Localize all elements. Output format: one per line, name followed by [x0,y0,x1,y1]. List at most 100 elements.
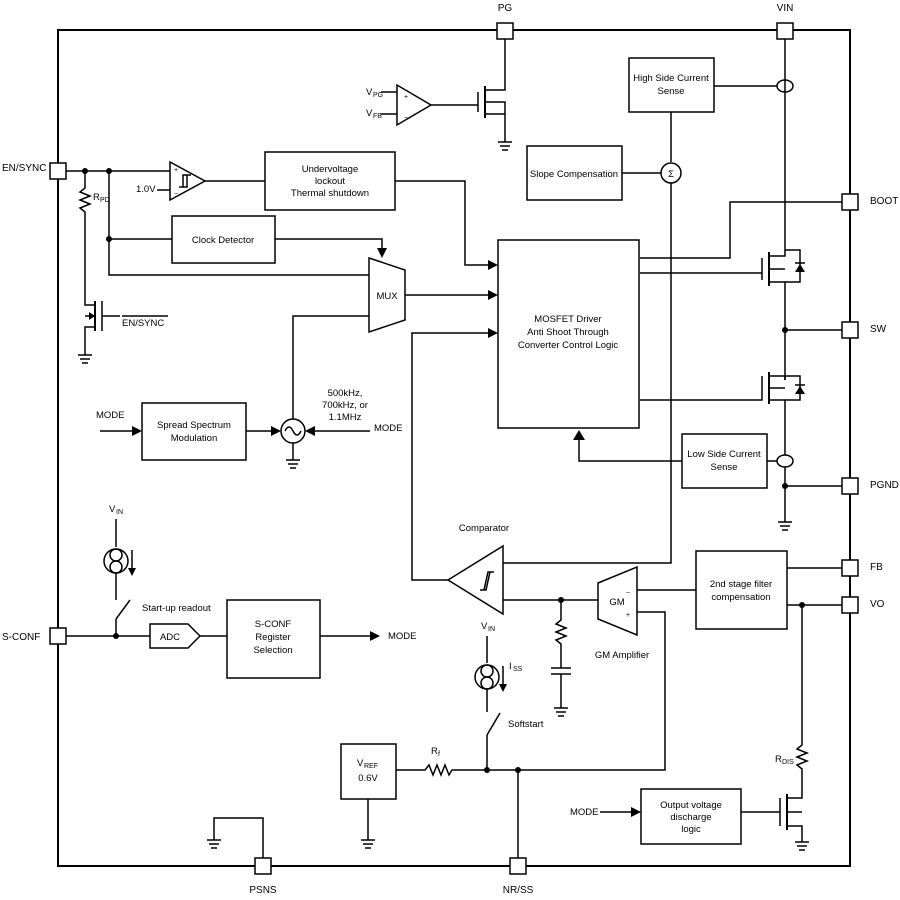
gm-minus: − [626,590,630,597]
ssm-line1: Spread Spectrum [157,420,231,431]
adc [149,623,202,649]
gm-amplifier-label: GM Amplifier [595,650,649,661]
pin-en-sync [49,162,67,180]
ssm-line2: Modulation [171,433,217,444]
pin-pg [496,22,514,40]
vref-label: V [357,758,364,769]
sconf-register-selection [226,599,321,679]
pin-vo-label: VO [870,599,885,610]
en-sync-bar-label: EN/SYNC [122,318,164,329]
pin-nr-ss-label: NR/SS [503,885,534,896]
pg-comp-minus: − [404,115,408,122]
driver-line2: Anti Shoot Through [527,327,609,338]
en-threshold-label: 1.0V [136,184,156,195]
pin-vin-label: VIN [777,3,794,14]
pin-s-conf [49,627,67,645]
pin-psns [254,857,272,875]
pin-vo [841,596,859,614]
low-side-current-sense [681,433,768,489]
vin-softstart-sub: IN [488,626,495,633]
mode-label-ssm: MODE [96,410,125,421]
vref-block [340,743,397,800]
pg-comparator [396,83,433,127]
mux-label: MUX [376,291,398,302]
sum-symbol: Σ [668,169,674,180]
pin-en-sync-label: EN/SYNC [2,163,46,174]
pin-pg-label: PG [498,3,513,14]
rf-label: R [431,746,438,757]
rf-sub: f [438,751,440,758]
pin-fb-label: FB [870,562,883,573]
low-side-mosfet [640,372,805,455]
vref-sub: REF [364,763,378,770]
en-comp-plus: + [174,167,178,174]
ls-current-sense-coil [776,454,794,468]
high-side-mosfet [640,249,805,330]
driver-line3: Converter Control Logic [518,340,619,351]
en-sync-pulldown-mosfet [78,226,120,364]
discharge-line3: logic [681,824,701,835]
freq-line2: 700kHz, or [322,400,368,411]
sconf-line2: Register [255,632,290,643]
rdis-label: R [775,754,782,765]
pin-psns-label: PSNS [249,885,277,896]
softstart-label: Softstart [508,719,544,730]
pin-sw [841,321,859,339]
pin-vin [776,22,794,40]
pin-boot-label: BOOT [870,196,898,207]
vpg-label: V [366,87,373,98]
mode-label-osc: MODE [374,423,403,434]
iss-sub: SS [513,666,523,673]
vfb-sub: FB [373,113,382,120]
uvlo-line1: Undervoltage [302,164,359,175]
rpd-sub: PD [100,197,110,204]
vpg-sub: PG [373,92,383,99]
comparator-label: Comparator [459,523,509,534]
pin-fb [841,559,859,577]
vin-sconf-label: V [109,504,116,515]
spread-spectrum-modulation [141,402,247,461]
filter-line1: 2nd stage filter [710,579,772,590]
discharge-line1: Output voltage [660,800,722,811]
mode-label-discharge: MODE [570,807,599,818]
rdis-sub: DIS [782,759,794,766]
clock-detector-label: Clock Detector [192,235,254,246]
pin-boot [841,193,859,211]
mode-label-sconf: MODE [388,631,417,642]
pin-nr-ss [509,857,527,875]
sconf-line1: S-CONF [255,619,292,630]
vfb-label: V [366,108,373,119]
high-side-current-sense [628,57,715,113]
slope-comp-label: Slope Compensation [530,169,618,180]
discharge-logic [640,788,742,845]
freq-line3: 1.1MHz [329,412,362,423]
ls-sense-line2: Sense [711,462,738,473]
uvlo-line2: lockout [315,176,345,187]
vref-value: 0.6V [358,773,378,784]
pin-pgnd [841,477,859,495]
pg-mosfet [477,39,512,151]
pg-comp-plus: + [404,94,408,101]
hs-sense-line2: Sense [658,86,685,97]
adc-label: ADC [160,632,180,643]
iss-label: I [509,661,512,672]
second-stage-filter [695,550,788,630]
sconf-line3: Selection [253,645,292,656]
mosfet-driver-control-logic [497,239,640,429]
rpd-label: R [93,192,100,203]
uvlo-line3: Thermal shutdown [291,188,369,199]
gm-label: GM [609,597,624,608]
pin-sw-label: SW [870,324,887,335]
pwm-comparator [446,544,504,616]
gm-plus: + [626,612,630,619]
ic-boundary [57,29,851,867]
ls-sense-line1: Low Side Current [687,449,761,460]
en-comp-minus: − [174,191,178,198]
mux [368,256,406,334]
vin-softstart-label: V [481,621,488,632]
vin-sconf-sub: IN [116,509,123,516]
gm-amplifier [597,565,638,637]
hs-sense-line1: High Side Current [633,73,709,84]
startup-readout-label: Start-up readout [142,603,211,614]
